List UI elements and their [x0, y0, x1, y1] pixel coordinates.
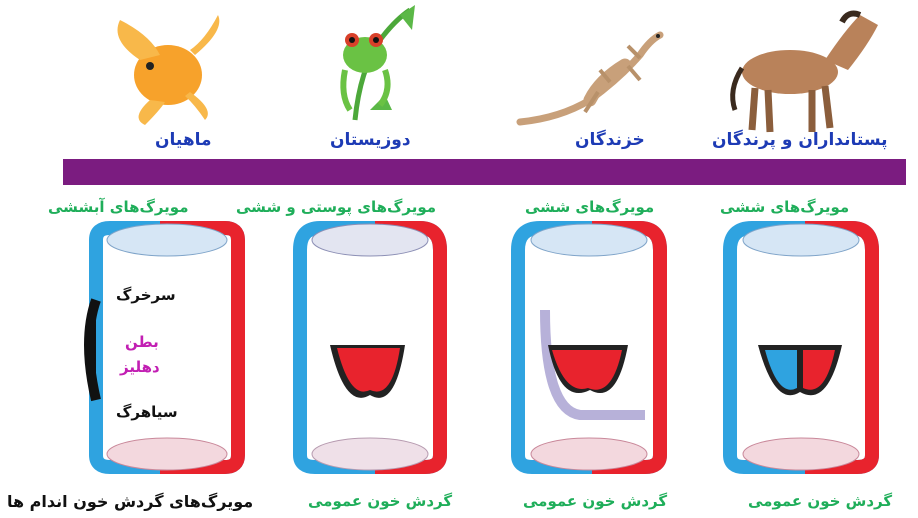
goldfish-icon — [118, 15, 220, 125]
label-ventricle: بطن — [125, 333, 159, 351]
mammal-bird-circulation-diagram — [730, 224, 872, 470]
label-vein: سیاهرگ — [116, 403, 178, 421]
label-lung-capillaries-reptile: مویرگ‌های ششی — [525, 198, 654, 216]
horse-icon — [733, 14, 878, 132]
label-atrium: دهلیز — [120, 358, 160, 376]
label-lung-capillaries-mammal: مویرگ‌های ششی — [720, 198, 849, 216]
label-systemic-reptile: گردش خون عمومی — [523, 492, 667, 510]
label-skin-lung-capillaries: مویرگ‌های پوستی و ششی — [236, 198, 436, 216]
label-systemic-amphibian: گردش خون عمومی — [308, 492, 452, 510]
divider-band — [63, 159, 906, 185]
label-artery: سرخرگ — [116, 286, 176, 304]
frog-icon — [343, 5, 415, 120]
label-gill-capillaries: مویرگ‌های آبششی — [48, 198, 189, 216]
label-organ-capillaries: مویرگ‌های گردش خون اندام ها — [7, 492, 253, 511]
amphibian-circulation-diagram — [300, 224, 440, 470]
reptile-circulation-diagram — [518, 224, 660, 470]
title-amphibians: دوزیستان — [330, 130, 411, 150]
label-systemic-mammal: گردش خون عمومی — [748, 492, 892, 510]
title-fish: ماهیان — [155, 130, 212, 150]
title-mammals-birds: پستانداران و پرندگان — [712, 130, 888, 150]
fish-circulation-diagram — [89, 224, 238, 470]
title-reptiles: خزندگان — [575, 130, 645, 150]
lizard-icon — [520, 34, 660, 122]
